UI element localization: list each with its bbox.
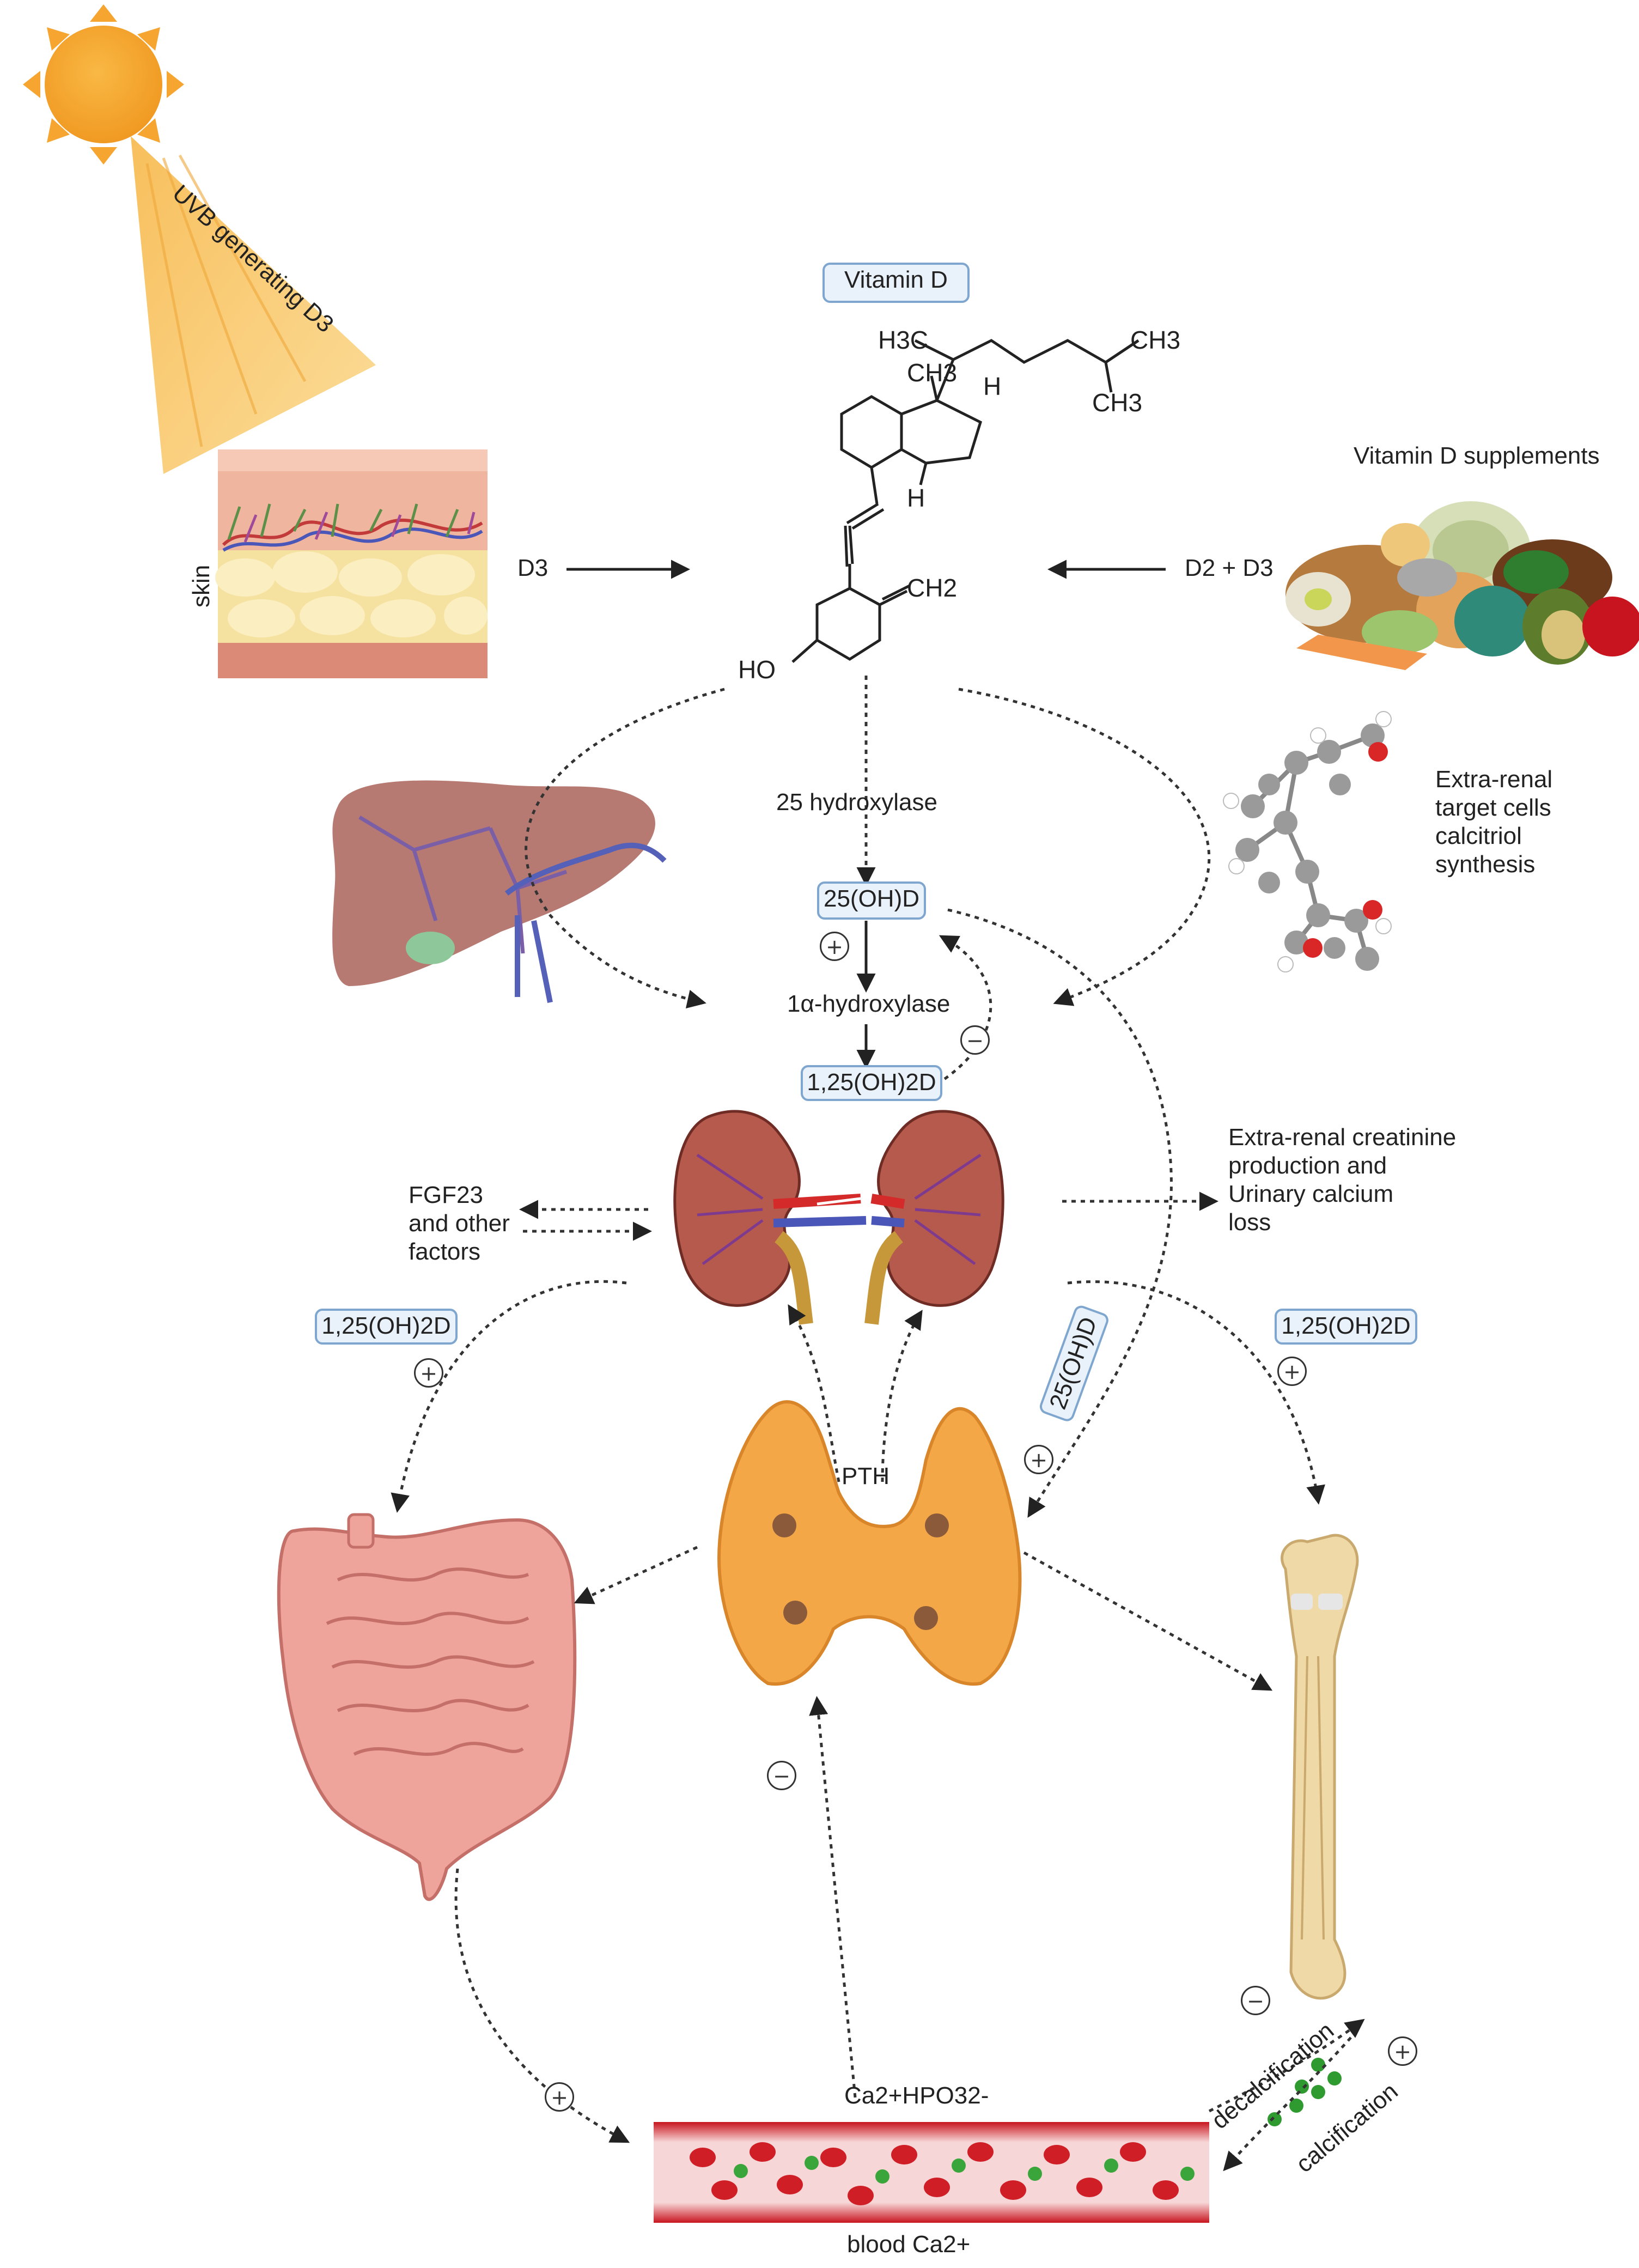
inhibit-sign: − (960, 1025, 990, 1055)
svg-text:CH3: CH3 (907, 358, 957, 387)
sun-icon (23, 4, 184, 165)
fgf23-label: FGF23 and other factors (409, 1182, 510, 1265)
vitamin-d-box: Vitamin D (822, 263, 970, 303)
stimulate-sign-right: + (1277, 1357, 1307, 1386)
stimulate-sign: + (820, 932, 849, 961)
calcium-phosphate-label: Ca2+HPO32- (844, 2082, 989, 2109)
inhibit-sign-bone: − (1241, 1986, 1270, 2015)
calcidiol-box: 25(OH)D (817, 881, 926, 920)
stimulate-sign-left: + (414, 1358, 443, 1388)
calcium-particles (1268, 2058, 1342, 2126)
kidneys-illustration (673, 1110, 1004, 1325)
vitamin-d-structure (791, 339, 1140, 663)
thyroid-illustration (717, 1400, 1022, 1686)
svg-text:H3C: H3C (878, 326, 928, 354)
calcitriol-box: 1,25(OH)2D (801, 1065, 942, 1101)
dotted-arrows (391, 676, 1365, 2172)
inhibit-sign-thyroid: − (767, 1761, 796, 1790)
stimulate-sign-bone: + (1388, 2036, 1417, 2066)
skin-illustration (215, 449, 488, 678)
svg-text:CH3: CH3 (1130, 326, 1180, 354)
solid-arrows (566, 560, 1166, 1069)
d2-d3-label: D2 + D3 (1185, 555, 1274, 581)
liver-illustration (332, 780, 667, 1003)
stimulate-sign-pth: + (1024, 1445, 1053, 1474)
calcitriol-left-box: 1,25(OH)2D (315, 1309, 458, 1345)
intestine-illustration (277, 1513, 577, 1901)
extra-renal-creatinine-label: Extra-renal creatinine production and Ur… (1228, 1124, 1457, 1236)
svg-text:H: H (983, 372, 1001, 400)
supplement-foods-illustration (1285, 501, 1639, 670)
blood-calcium-label: blood Ca2+ (847, 2231, 971, 2258)
skin-label: skin (188, 564, 215, 607)
pth-label: PTH (842, 1463, 889, 1489)
svg-text:HO: HO (738, 655, 776, 684)
calcitriol-molecule-model (1223, 711, 1392, 972)
supplements-label: Vitamin D supplements (1354, 442, 1600, 469)
leg-bone-illustration (1281, 1534, 1359, 2000)
svg-text:H: H (907, 484, 925, 512)
blood-vessel-illustration (654, 2122, 1209, 2223)
svg-text:CH2: CH2 (907, 574, 957, 602)
svg-text:CH3: CH3 (1092, 388, 1142, 417)
hydroxylase-25-label: 25 hydroxylase (776, 789, 937, 816)
extra-renal-target-label: Extra-renal target cells calcitriol synt… (1435, 766, 1553, 878)
stimulate-sign-intestine: + (545, 2082, 574, 2112)
hydroxylase-1a-label: 1α-hydroxylase (787, 990, 951, 1017)
d3-label: D3 (517, 555, 549, 581)
calcitriol-right-box: 1,25(OH)2D (1275, 1309, 1417, 1345)
uvb-beam (131, 136, 376, 474)
